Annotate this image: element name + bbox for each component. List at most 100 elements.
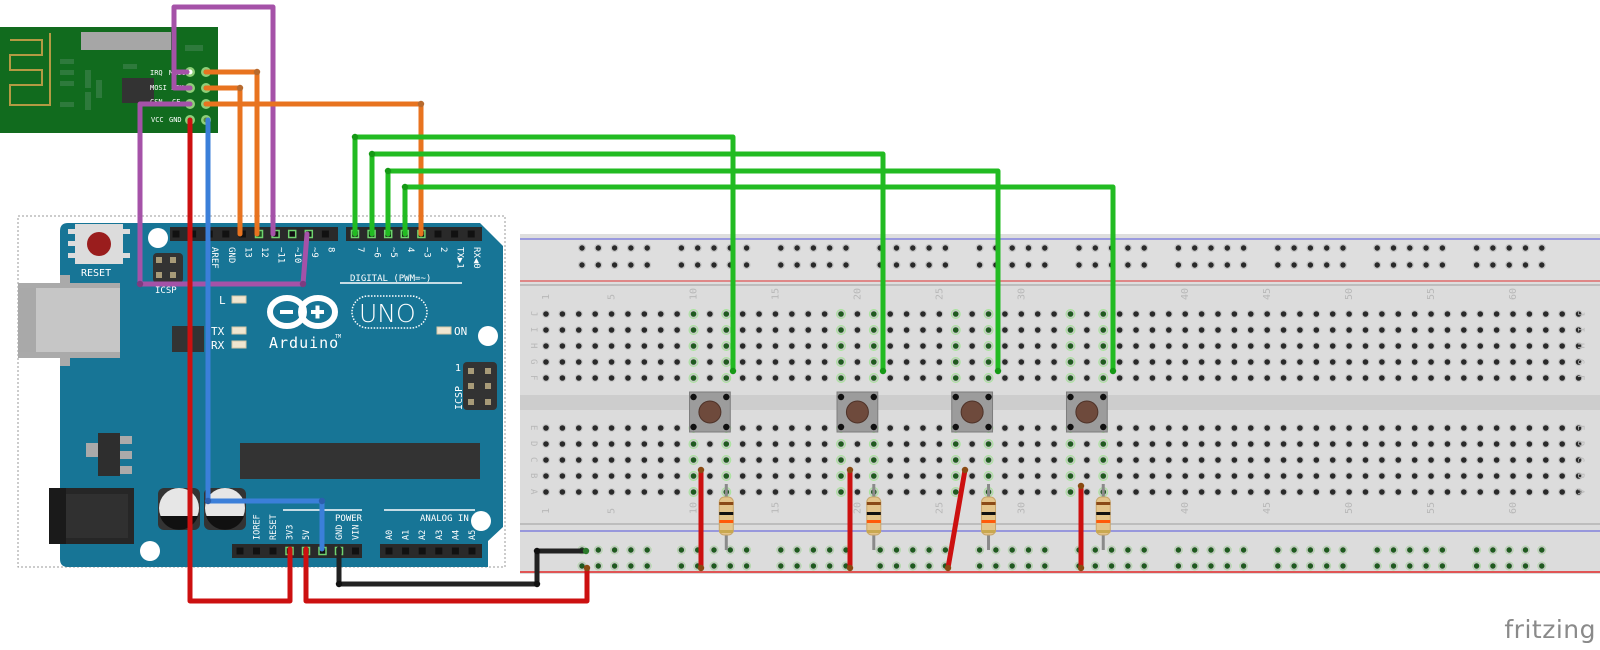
rail-hole[interactable] [1224,262,1231,268]
rail-hole[interactable] [1175,563,1182,569]
wire-endpoint[interactable] [401,183,409,191]
hole-A45[interactable] [1264,489,1270,495]
hole-D54[interactable] [1411,441,1418,447]
hole-B49[interactable] [1329,473,1336,479]
hole-G64[interactable] [1575,359,1582,365]
hole-E2[interactable] [559,425,566,431]
hole-G40[interactable] [1182,359,1189,365]
hole-C37[interactable] [1133,457,1139,463]
hole-J55[interactable] [1428,311,1434,317]
hole-J3[interactable] [575,311,582,317]
hole-B56[interactable] [1444,473,1451,479]
hole-A2[interactable] [559,489,566,495]
hole-B60[interactable] [1510,473,1516,479]
wire-endpoint[interactable] [961,466,969,474]
hole-A19[interactable] [838,489,844,495]
hole-F11[interactable] [707,375,713,381]
rail-hole[interactable] [1490,245,1496,251]
hole-B33[interactable] [1067,473,1074,479]
hole-G38[interactable] [1149,359,1156,365]
hole-J32[interactable] [1051,311,1057,317]
hole-H46[interactable] [1280,343,1287,349]
wire-endpoint[interactable] [994,367,1002,375]
rail-hole[interactable] [611,262,618,268]
hole-H48[interactable] [1313,343,1320,349]
hole-D10[interactable] [690,441,697,447]
hole-F12[interactable] [723,375,730,381]
hole-G23[interactable] [903,359,910,365]
hole-A7[interactable] [641,489,648,495]
analog-pin[interactable] [385,547,393,555]
rail-hole[interactable] [1324,262,1330,268]
rail-hole[interactable] [1092,547,1099,553]
hole-A62[interactable] [1542,489,1549,495]
hole-E3[interactable] [575,425,582,431]
hole-B51[interactable] [1362,473,1369,479]
hole-G48[interactable] [1313,359,1320,365]
hole-F1[interactable] [543,375,549,381]
rail-hole[interactable] [1009,563,1015,569]
hole-H24[interactable] [920,343,926,349]
analog-pin[interactable] [435,547,443,555]
hole-D22[interactable] [887,441,893,447]
hole-F17[interactable] [805,375,812,381]
hole-I55[interactable] [1428,327,1434,333]
hole-A44[interactable] [1247,489,1254,495]
hole-J54[interactable] [1411,311,1418,317]
hole-A61[interactable] [1526,489,1533,495]
hole-C56[interactable] [1444,457,1451,463]
hole-B24[interactable] [920,473,926,479]
hole-C7[interactable] [641,457,648,463]
hole-D36[interactable] [1116,441,1123,447]
hole-D8[interactable] [657,441,664,447]
hole-F2[interactable] [559,375,566,381]
hole-I48[interactable] [1313,327,1320,333]
hole-F34[interactable] [1084,375,1090,381]
digital-pin[interactable] [222,230,230,238]
hole-E16[interactable] [789,425,795,431]
hole-J46[interactable] [1280,311,1287,317]
hole-C12[interactable] [723,457,730,463]
hole-B43[interactable] [1231,473,1238,479]
hole-C18[interactable] [821,457,828,463]
hole-A13[interactable] [739,489,746,495]
hole-C50[interactable] [1346,457,1352,463]
rail-hole[interactable] [1092,245,1099,251]
hole-D63[interactable] [1559,441,1565,447]
hole-A29[interactable] [1002,489,1008,495]
hole-F36[interactable] [1116,375,1123,381]
hole-E62[interactable] [1542,425,1549,431]
hole-H11[interactable] [707,343,713,349]
rail-hole[interactable] [1025,245,1032,251]
wire-endpoint[interactable] [533,580,541,588]
hole-B27[interactable] [969,473,975,479]
hole-I60[interactable] [1510,327,1516,333]
wire-endpoint[interactable] [846,466,854,474]
rail-hole[interactable] [1224,547,1231,553]
hole-F23[interactable] [903,375,910,381]
hole-I14[interactable] [756,327,762,333]
hole-C41[interactable] [1198,457,1205,463]
rail-hole[interactable] [1390,563,1397,569]
hole-J38[interactable] [1149,311,1156,317]
rail-hole[interactable] [628,563,634,569]
rail-hole[interactable] [976,547,983,553]
hole-A38[interactable] [1149,489,1156,495]
hole-F32[interactable] [1051,375,1057,381]
hole-C10[interactable] [690,457,697,463]
hole-I54[interactable] [1411,327,1418,333]
hole-E38[interactable] [1149,425,1156,431]
hole-E50[interactable] [1346,425,1352,431]
hole-H43[interactable] [1231,343,1238,349]
hole-H18[interactable] [821,343,828,349]
hole-D32[interactable] [1051,441,1057,447]
hole-J64[interactable] [1575,311,1582,317]
hole-J49[interactable] [1329,311,1336,317]
hole-G10[interactable] [690,359,697,365]
hole-E61[interactable] [1526,425,1533,431]
rail-hole[interactable] [1192,262,1198,268]
hole-G62[interactable] [1542,359,1549,365]
hole-I6[interactable] [625,327,631,333]
reset-button-cap[interactable] [87,232,111,256]
hole-B55[interactable] [1428,473,1434,479]
